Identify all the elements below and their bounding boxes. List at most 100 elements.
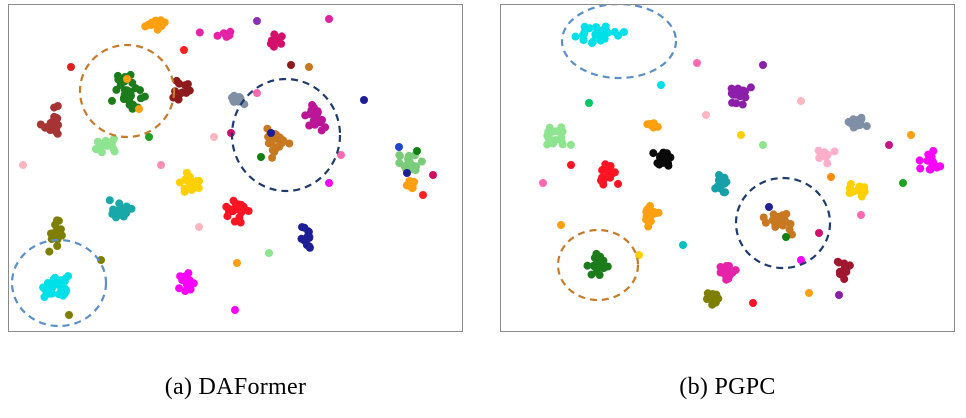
data-point-brown-orange-circled [782, 210, 791, 218]
caption-pgpc: (b) PGPC [679, 374, 776, 400]
data-point-single [429, 171, 437, 179]
data-point-single [403, 169, 411, 177]
data-point-dark-green-circled [120, 90, 129, 99]
data-point-single [635, 251, 643, 259]
data-point-single [815, 229, 823, 237]
data-point-yellow-mid [175, 178, 184, 187]
data-point-teal-mid [711, 184, 720, 193]
data-point-cyan-circled [57, 284, 66, 293]
data-point-cyan-circled [61, 274, 70, 283]
data-point-dark-green-circled [140, 92, 149, 101]
panel-column-pgpc: (b) PGPC [500, 4, 955, 401]
data-point-single [65, 311, 73, 319]
data-point-cyan-circled-top [571, 32, 580, 41]
tsne-comparison-figure: (a) DAFormer (b) PGPC [8, 4, 955, 401]
data-point-pink-magenta-top-scatter [213, 31, 222, 40]
data-point-brown-orange-circled [285, 139, 294, 148]
data-point-single [67, 63, 75, 71]
data-point-single [857, 211, 865, 219]
data-point-dark-green-circled [126, 87, 135, 96]
data-point-brown-orange-circled [774, 212, 783, 221]
data-point-red-mid [235, 200, 244, 209]
data-point-dark-green-circled [583, 261, 592, 270]
data-point-single [693, 59, 701, 67]
data-point-single [265, 249, 273, 257]
data-point-light-green-left [552, 127, 561, 136]
data-point-orange-lower-mid [644, 222, 653, 231]
data-point-single [135, 105, 143, 113]
data-point-cyan-circled-top [619, 28, 628, 36]
data-point-navy-right [300, 223, 309, 232]
data-point-red-mid [237, 208, 246, 217]
data-point-gray-mid [235, 93, 244, 102]
data-point-magenta-far-right [916, 164, 925, 173]
data-point-cyan-circled [51, 273, 59, 282]
data-point-magenta-far-right [936, 162, 945, 171]
data-point-teal-left [109, 205, 118, 214]
data-point-red-left [614, 179, 622, 188]
data-point-single [157, 161, 165, 169]
navy-highlight-dashed-circle [230, 77, 342, 193]
data-point-orange-top [147, 18, 156, 27]
data-point-purple-top [729, 90, 738, 99]
data-point-magenta-right [310, 120, 319, 129]
data-point-light-green-right [407, 160, 416, 169]
data-point-brown-orange-circled [761, 218, 770, 227]
data-point-single [749, 299, 757, 307]
data-point-magenta-right [321, 123, 330, 132]
data-point-navy-right [303, 232, 312, 241]
data-point-yellow-mid [187, 185, 196, 194]
data-point-orange-right [408, 184, 417, 193]
data-point-red-left [598, 173, 607, 182]
data-point-dark-green-circled [113, 71, 122, 80]
data-point-yellow-mid [180, 184, 189, 193]
data-point-olive-left [54, 216, 63, 225]
data-point-single [539, 179, 547, 187]
data-point-crimson-top-right [270, 30, 279, 39]
data-point-magenta-far-right [915, 156, 924, 165]
data-point-olive-left [56, 225, 65, 234]
data-point-dark-red-top [178, 88, 187, 97]
data-point-yellow-right [846, 188, 855, 197]
orange-highlight-dashed-circle [556, 228, 640, 302]
data-point-single [759, 141, 767, 149]
data-point-teal-mid [720, 179, 729, 188]
data-point-single [19, 161, 27, 169]
data-point-red-mid [225, 208, 233, 217]
data-point-single [325, 179, 333, 187]
data-point-pink-right [830, 147, 839, 156]
data-point-single [325, 15, 333, 23]
data-point-maroon-left [36, 120, 45, 129]
data-point-light-green-left [557, 137, 566, 146]
data-point-single [737, 131, 745, 139]
data-point-single [360, 96, 368, 104]
data-point-single [679, 241, 687, 249]
data-point-gray-right [862, 122, 871, 131]
data-point-magenta-bottom [175, 284, 184, 293]
data-point-magenta-right [301, 111, 310, 120]
data-point-magenta-right [308, 101, 317, 109]
data-point-cyan-circled-top [585, 24, 594, 33]
data-point-olive-left [45, 247, 54, 256]
blue-highlight-dashed-circle [560, 5, 678, 80]
data-point-orange-top [157, 21, 166, 30]
data-point-olive-bottom [714, 294, 723, 303]
tsne-panel-daformer [8, 4, 463, 332]
data-point-cyan-circled-top [596, 36, 605, 45]
data-point-dark-red-right [833, 257, 842, 266]
data-point-orange-right [410, 177, 419, 186]
data-point-magenta-bottom-mid [721, 271, 730, 280]
data-point-light-green-right [400, 162, 409, 171]
data-point-single [835, 291, 843, 299]
data-point-yellow-right [857, 192, 866, 201]
caption-daformer: (a) DAFormer [164, 374, 307, 400]
data-point-magenta-bottom [185, 276, 194, 285]
data-point-single [885, 141, 893, 149]
data-point-light-green-right [396, 152, 404, 161]
panel-column-daformer: (a) DAFormer [8, 4, 463, 401]
data-point-purple-top [738, 100, 747, 109]
data-point-maroon-left [46, 119, 55, 128]
data-point-light-green-mid [110, 147, 119, 156]
data-point-single [233, 259, 241, 267]
data-point-purple-top [746, 83, 755, 92]
